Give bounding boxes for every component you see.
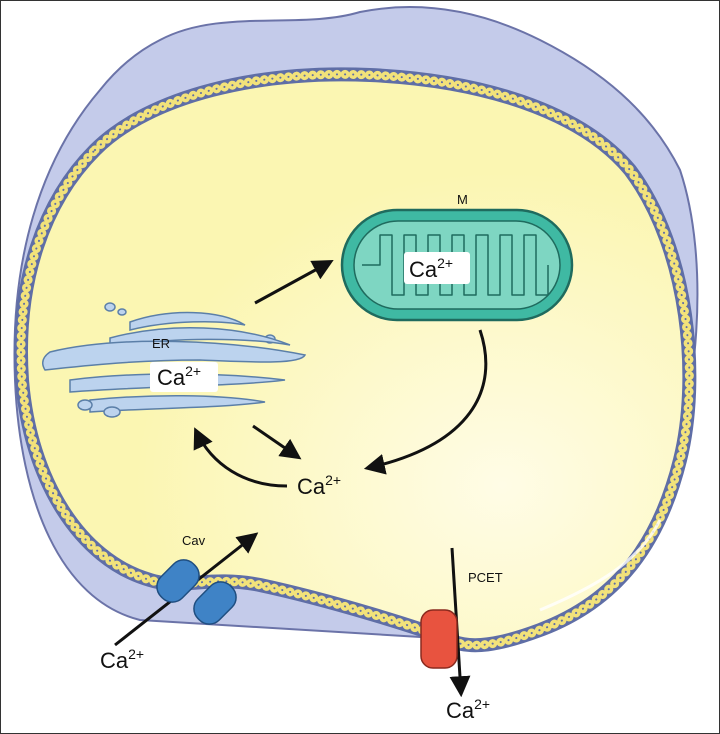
er-ca-label: Ca2+ — [157, 363, 201, 390]
pcet-channel — [420, 609, 458, 669]
er-label: ER — [152, 336, 170, 351]
cytosol-ca-label: Ca2+ — [297, 472, 341, 499]
flux-arrows — [114, 259, 488, 698]
arrow-mito-to-cytosol — [363, 329, 488, 475]
extracellular-ca-efflux-label: Ca2+ — [446, 696, 490, 723]
mito-ca-label: Ca2+ — [409, 255, 453, 282]
cav-channel — [156, 559, 237, 625]
arrow-er-to-cytosol — [252, 424, 302, 460]
pcet-label: PCET — [468, 570, 503, 585]
cav-label: Cav — [182, 533, 206, 548]
arrow-cytosol-to-er — [193, 427, 288, 488]
mito-label: M — [457, 192, 468, 207]
extracellular-ca-influx-label: Ca2+ — [100, 646, 144, 673]
er-ca-label-bg — [150, 362, 218, 392]
mito-ca-label-bg — [404, 252, 470, 284]
cytoplasm-highlight — [539, 519, 662, 612]
arrow-er-to-mito — [254, 259, 334, 305]
